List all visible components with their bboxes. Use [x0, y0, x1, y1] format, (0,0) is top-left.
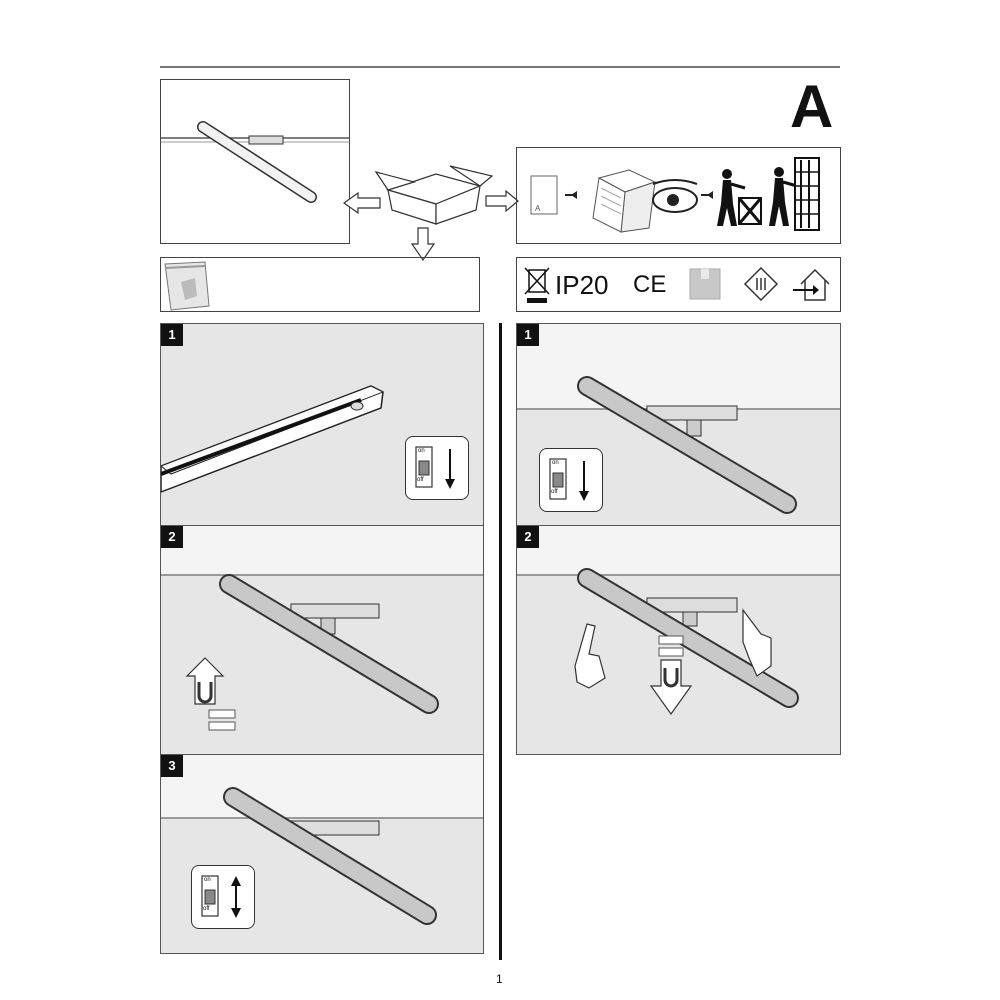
- page-letter: A: [790, 73, 834, 140]
- column-divider: [499, 323, 502, 960]
- power-switch-down: on off: [539, 448, 603, 512]
- luminaire-removal-illustration: [577, 376, 797, 514]
- switch-off-label: off: [417, 477, 424, 483]
- symbols-box: IP20 CE: [516, 257, 841, 312]
- package-illustration: [340, 160, 520, 270]
- switch-on-label: on: [204, 877, 211, 883]
- step-number-badge: 2: [161, 526, 183, 548]
- power-switch-toggle: on off: [191, 865, 255, 929]
- ip-rating: IP20: [555, 270, 609, 300]
- step-number-badge: 1: [517, 324, 539, 346]
- overview-box: [160, 79, 350, 244]
- accessories-box: [160, 257, 480, 312]
- switch-on-label: on: [418, 448, 425, 454]
- left-step-3-panel: 3 on off: [160, 754, 484, 954]
- class-iii-icon: [743, 266, 779, 302]
- step-number-badge: 3: [161, 755, 183, 777]
- manual-doc-label: A: [535, 204, 541, 213]
- crossed-bin-icon: [523, 264, 551, 306]
- accessory-bag-icon: [164, 261, 210, 311]
- luminaire-installed-illustration: [223, 787, 437, 925]
- page-number: 1: [496, 972, 503, 986]
- switch-off-label: off: [203, 906, 210, 912]
- step-number-badge: 2: [517, 526, 539, 548]
- ce-mark: CE: [633, 271, 667, 298]
- switch-on-label: on: [552, 460, 559, 466]
- indoor-use-icon: [791, 264, 831, 304]
- right-step-2-panel: 2: [516, 525, 841, 755]
- track-rail-illustration: [161, 385, 385, 493]
- luminaire-detach-illustration: [574, 568, 799, 716]
- power-switch-down: on off: [405, 436, 469, 500]
- packaging-icon: [689, 268, 721, 300]
- right-step-1-panel: 1 on off: [516, 323, 841, 526]
- switch-off-label: off: [551, 489, 558, 495]
- luminaire-overview-illustration: [161, 121, 349, 203]
- left-step-1-panel: 1 on off: [160, 323, 484, 526]
- step-number-badge: 1: [161, 324, 183, 346]
- top-rule: [160, 66, 840, 68]
- luminaire-mount-illustration: [185, 574, 439, 731]
- read-instructions-illustration: [530, 157, 820, 233]
- left-step-2-panel: 2: [160, 525, 484, 755]
- instructions-box: A: [516, 147, 841, 244]
